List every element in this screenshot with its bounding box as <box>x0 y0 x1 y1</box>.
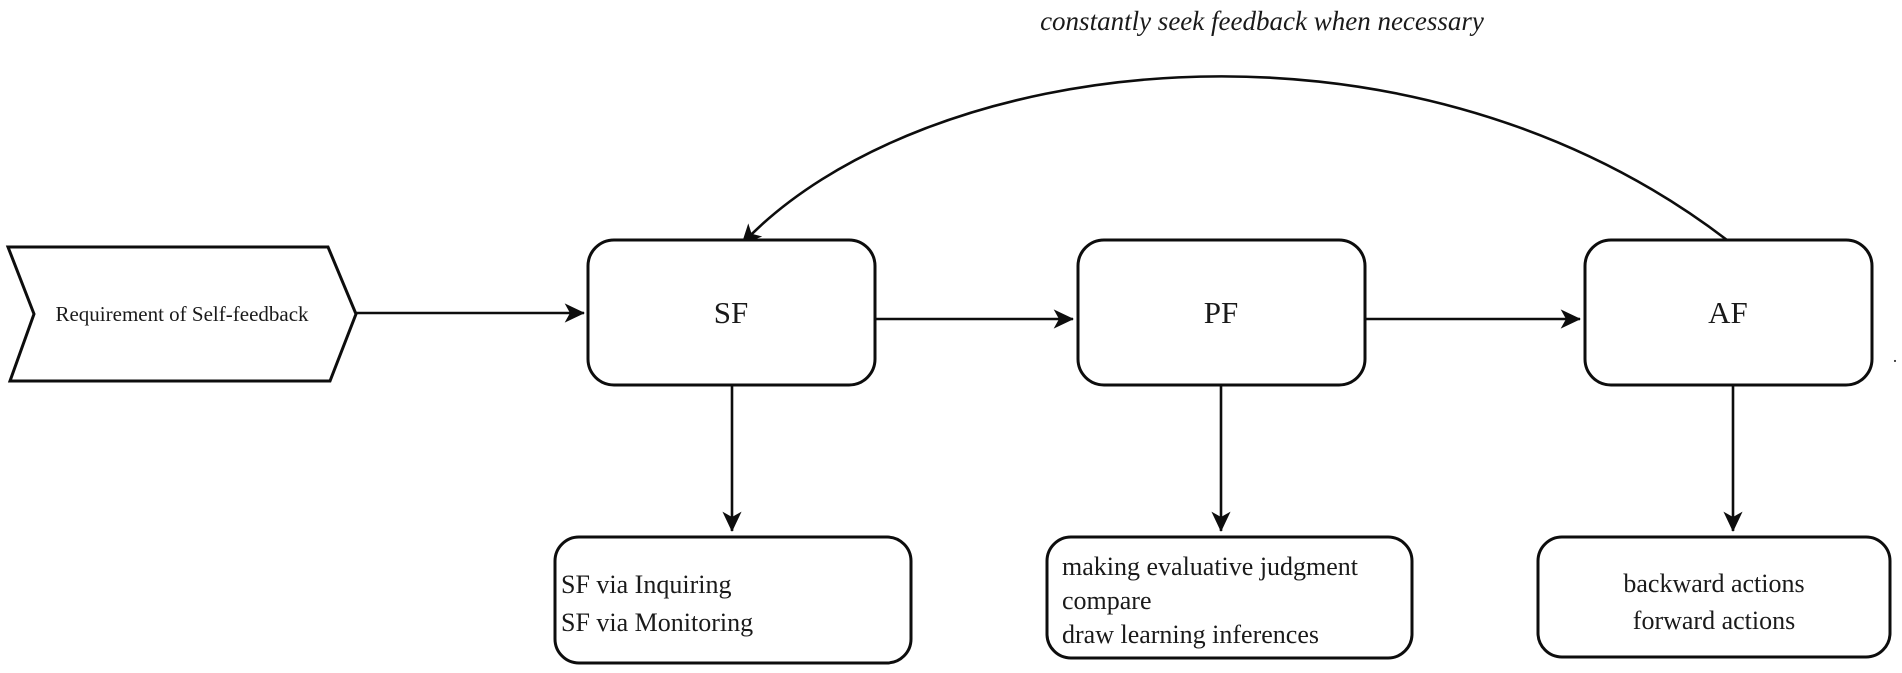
detail-pf-line-3: draw learning inferences <box>1062 620 1319 649</box>
detail-af-line-1: backward actions <box>1623 569 1804 598</box>
feedback-curve-arrow <box>741 75 1728 245</box>
banner-shape <box>5 245 358 383</box>
detail-pf-line-1: making evaluative judgment <box>1062 552 1359 581</box>
detail-pf-line-2: compare <box>1062 586 1152 615</box>
stray-period-mark: . <box>1893 346 1898 366</box>
node-sf-label: SF <box>714 295 748 330</box>
detail-sf-line-2: SF via Monitoring <box>561 608 753 637</box>
detail-sf-box <box>553 535 913 665</box>
feedback-curve-label: constantly seek feedback when necessary <box>1040 6 1484 36</box>
detail-pf-box <box>1045 535 1414 660</box>
detail-af-line-2: forward actions <box>1633 606 1795 635</box>
detail-af-box <box>1536 535 1892 659</box>
node-af-label: AF <box>1708 295 1748 330</box>
detail-sf-line-1: SF via Inquiring <box>561 570 731 599</box>
node-af-box <box>1583 238 1874 387</box>
node-pf-label: PF <box>1204 295 1238 330</box>
banner-label: Requirement of Self-feedback <box>55 302 309 326</box>
